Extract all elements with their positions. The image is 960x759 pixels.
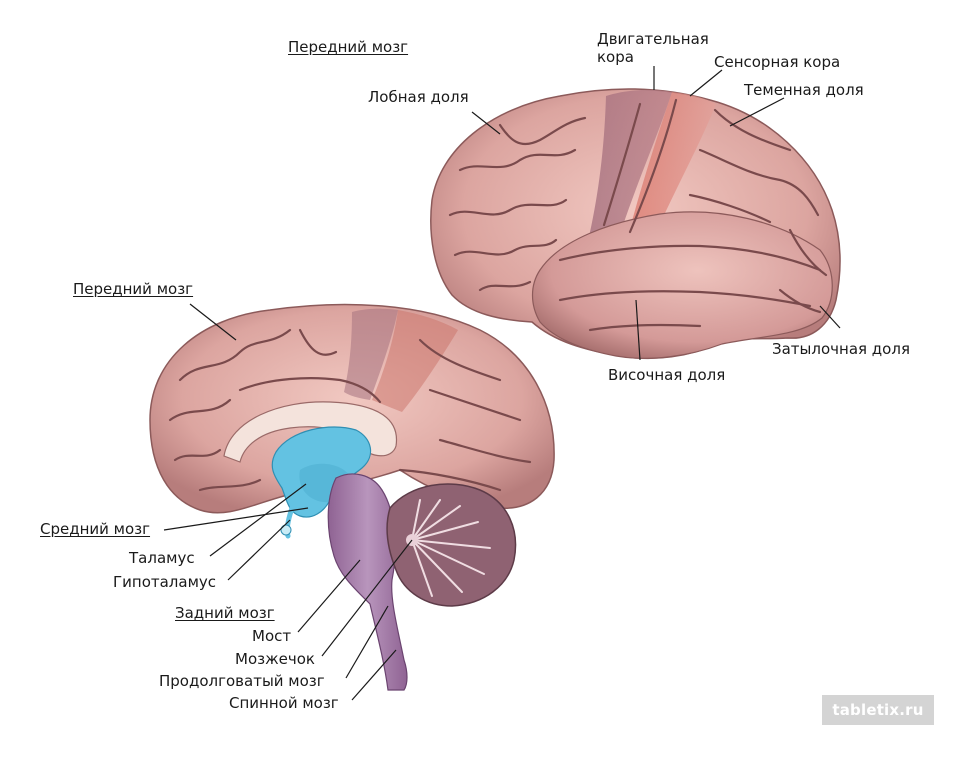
label-parietal-lobe: Теменная доля: [744, 81, 864, 99]
label-sensory-cortex: Сенсорная кора: [714, 53, 841, 71]
sagittal-sensory-region: [372, 310, 458, 412]
leader-occipital-lobe: [819, 305, 841, 329]
label-midbrain: Средний мозг: [40, 520, 151, 538]
leader-thalamus: [209, 483, 307, 557]
label-hypothalamus: Гипоталамус: [113, 573, 217, 591]
cerebellum: [386, 483, 517, 607]
sagittal-brain: [149, 303, 555, 691]
leader-frontal-lobe: [471, 111, 501, 135]
leader-medulla: [345, 605, 389, 679]
sensory-cortex-strip: [628, 92, 716, 238]
leader-midbrain: [163, 507, 309, 531]
leader-hypothalamus: [227, 519, 291, 581]
label-forebrain-top: Передний мозг: [288, 38, 409, 56]
label-thalamus: Таламус: [129, 549, 195, 567]
leader-cerebellum: [321, 539, 413, 657]
label-cerebellum: Мозжечок: [235, 650, 315, 668]
lateral-sulci: [448, 98, 828, 332]
label-forebrain-side: Передний мозг: [73, 280, 194, 298]
leader-temporal-lobe: [635, 299, 641, 361]
watermark: tabletix.ru: [822, 695, 934, 725]
label-pons: Мост: [252, 627, 292, 645]
leader-spinal-cord: [351, 649, 397, 701]
sagittal-sulci: [168, 328, 532, 492]
label-medulla: Продолговатый мозг: [159, 672, 325, 690]
leader-pons: [297, 559, 361, 633]
sagittal-motor-region: [344, 308, 398, 400]
label-spinal-cord: Спинной мозг: [229, 694, 339, 712]
label-temporal-lobe: Височная доля: [608, 366, 726, 384]
corpus-callosum: [223, 401, 398, 463]
label-frontal-lobe: Лобная доля: [368, 88, 469, 106]
label-hindbrain: Задний мозг: [175, 604, 275, 622]
leader-parietal-lobe: [729, 97, 785, 127]
label-motor-cortex: Двигательная кора: [597, 30, 709, 66]
lateral-brain: [430, 88, 841, 360]
leader-lines: [163, 66, 841, 701]
temporal-lobe: [531, 211, 833, 359]
leader-sensory-cortex: [689, 69, 723, 97]
leader-forebrain-side: [189, 303, 237, 341]
label-occipital-lobe: Затылочная доля: [772, 340, 910, 358]
